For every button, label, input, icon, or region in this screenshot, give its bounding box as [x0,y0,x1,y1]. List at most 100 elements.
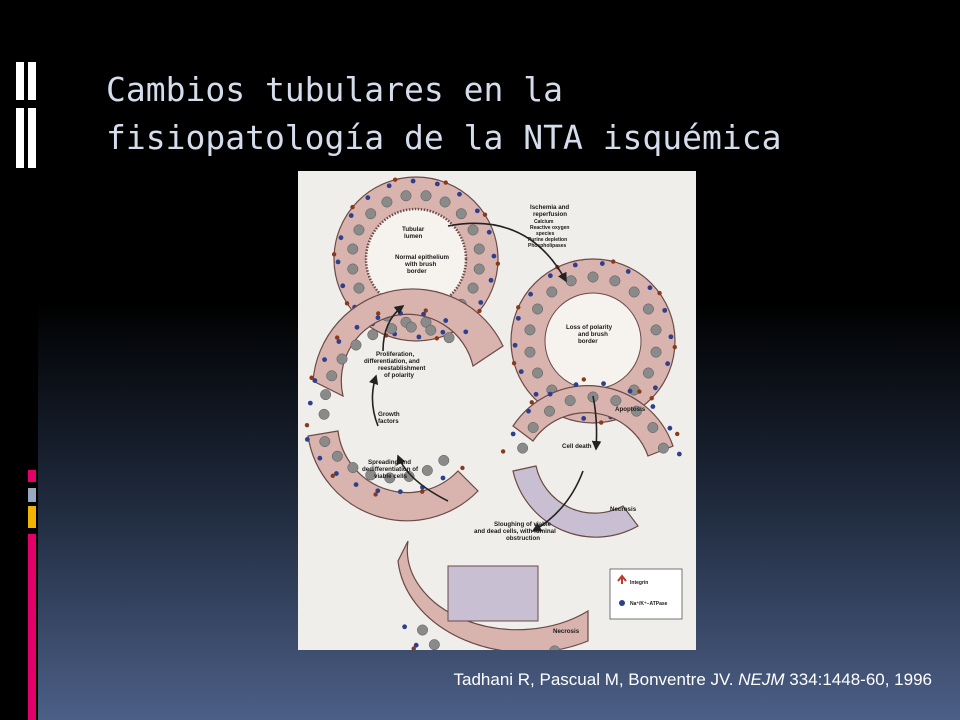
atpase-dot [413,642,419,648]
cell-nucleus [455,208,467,220]
cell-nucleus [365,469,377,481]
cell-nucleus [443,332,455,344]
cell-nucleus [326,370,338,382]
cell-nucleus [473,243,485,255]
figure-legend: Integrin Na⁺/K⁺–ATPase [609,568,683,620]
atpase-dot [647,285,653,291]
cell-nucleus [650,346,662,358]
arrow [531,470,584,532]
atpase-dot [652,385,658,391]
atpase-icon [619,600,625,606]
citation-details: 334:1448-60, 1996 [784,670,932,689]
legend-integrin: Integrin [630,580,648,586]
cell-nucleus [610,395,622,407]
atpase-dot [510,431,516,437]
atpase-dot [491,253,497,259]
atpase-dot [440,329,446,335]
cell-nucleus [319,436,331,448]
arrow [447,222,567,283]
decor-bar [28,108,36,168]
slide-title: Cambios tubulares en la fisiopatología d… [106,66,906,162]
integrin-mark [529,400,534,405]
integrin-mark [598,420,604,425]
integrin-mark [511,361,517,366]
atpase-dot [348,213,354,218]
cell-nucleus [353,282,365,294]
tubule-figure: Tubular lumen Normal epithelium with bru… [298,171,696,650]
atpase-dot [440,475,446,481]
integrin-mark [675,431,680,437]
cell-nucleus [428,639,440,650]
integrin-mark [637,389,642,394]
integrin-mark [330,473,335,479]
atpase-dot [402,624,408,630]
cell-nucleus [587,271,599,283]
atpase-dot [515,315,521,321]
atpase-dot [625,269,631,274]
integrin-mark [376,311,381,316]
atpase-dot [322,357,327,363]
sloughing-tubule [397,540,589,650]
label-loss-polarity: Loss of polarity and brush border [566,324,614,345]
integrin-mark [420,489,425,494]
atpase-dot [317,455,323,461]
cell-nucleus [546,286,558,298]
cell-nucleus [467,282,479,294]
integrin-mark [672,344,677,350]
citation-journal: NEJM [738,670,785,689]
cell-nucleus [657,442,669,454]
atpase-dot [338,235,344,241]
cell-nucleus [347,263,359,275]
decor-bar-pink [28,534,36,720]
label-normal-epithelium: Normal epithelium with brush border [395,254,451,275]
atpase-dot [386,183,392,189]
cell-nucleus [384,472,396,484]
cell-nucleus [532,303,544,315]
cell-nucleus [365,208,377,220]
polarity-loss-tubule [510,258,677,425]
cell-nucleus [347,462,359,473]
atpase-dot [365,195,371,201]
cell-nucleus [544,405,555,417]
arrow [396,454,449,502]
decor-bar [28,62,36,100]
integrin-mark [344,301,350,306]
atpase-dot [334,471,339,476]
atpase-dot [375,488,381,494]
label-ischemia: Ischemia and reperfusion [530,204,571,218]
cell-nucleus [347,243,359,255]
atpase-dot [512,342,518,348]
cell-nucleus [647,422,659,433]
atpase-dot [353,482,359,488]
atpase-dot [676,451,682,457]
atpase-dot [307,400,313,406]
atpase-dot [627,388,633,394]
title-line-1: Cambios tubulares en la [106,70,563,109]
legend-atpase: Na⁺/K⁺–ATPase [630,601,668,607]
citation: Tadhani R, Pascual M, Bonventre JV. NEJM… [454,670,933,690]
integrin-mark [434,336,440,341]
atpase-dot [486,229,492,235]
atpase-dot [650,404,656,409]
integrin-mark [411,646,416,650]
atpase-dot [667,425,673,431]
atpase-dot [528,291,534,297]
atpase-dot [457,191,462,197]
cell-nucleus [564,395,576,407]
integrin-mark [331,252,337,257]
integrin-mark [495,261,501,266]
integrin-mark [657,290,662,296]
decor-bar [16,108,24,168]
title-line-2: fisiopatología de la NTA isquémica [106,118,782,157]
integrin-mark [309,375,314,380]
cell-nucleus [400,190,412,202]
atpase-dot [547,273,553,279]
label-cell-death: Cell death [562,443,592,450]
integrin-mark [392,177,398,182]
integrin-mark [649,396,654,401]
integrin-mark [500,449,506,454]
cell-nucleus [331,450,343,462]
cell-nucleus [642,303,654,315]
cell-nucleus [565,275,577,287]
atpase-dot [662,307,668,313]
